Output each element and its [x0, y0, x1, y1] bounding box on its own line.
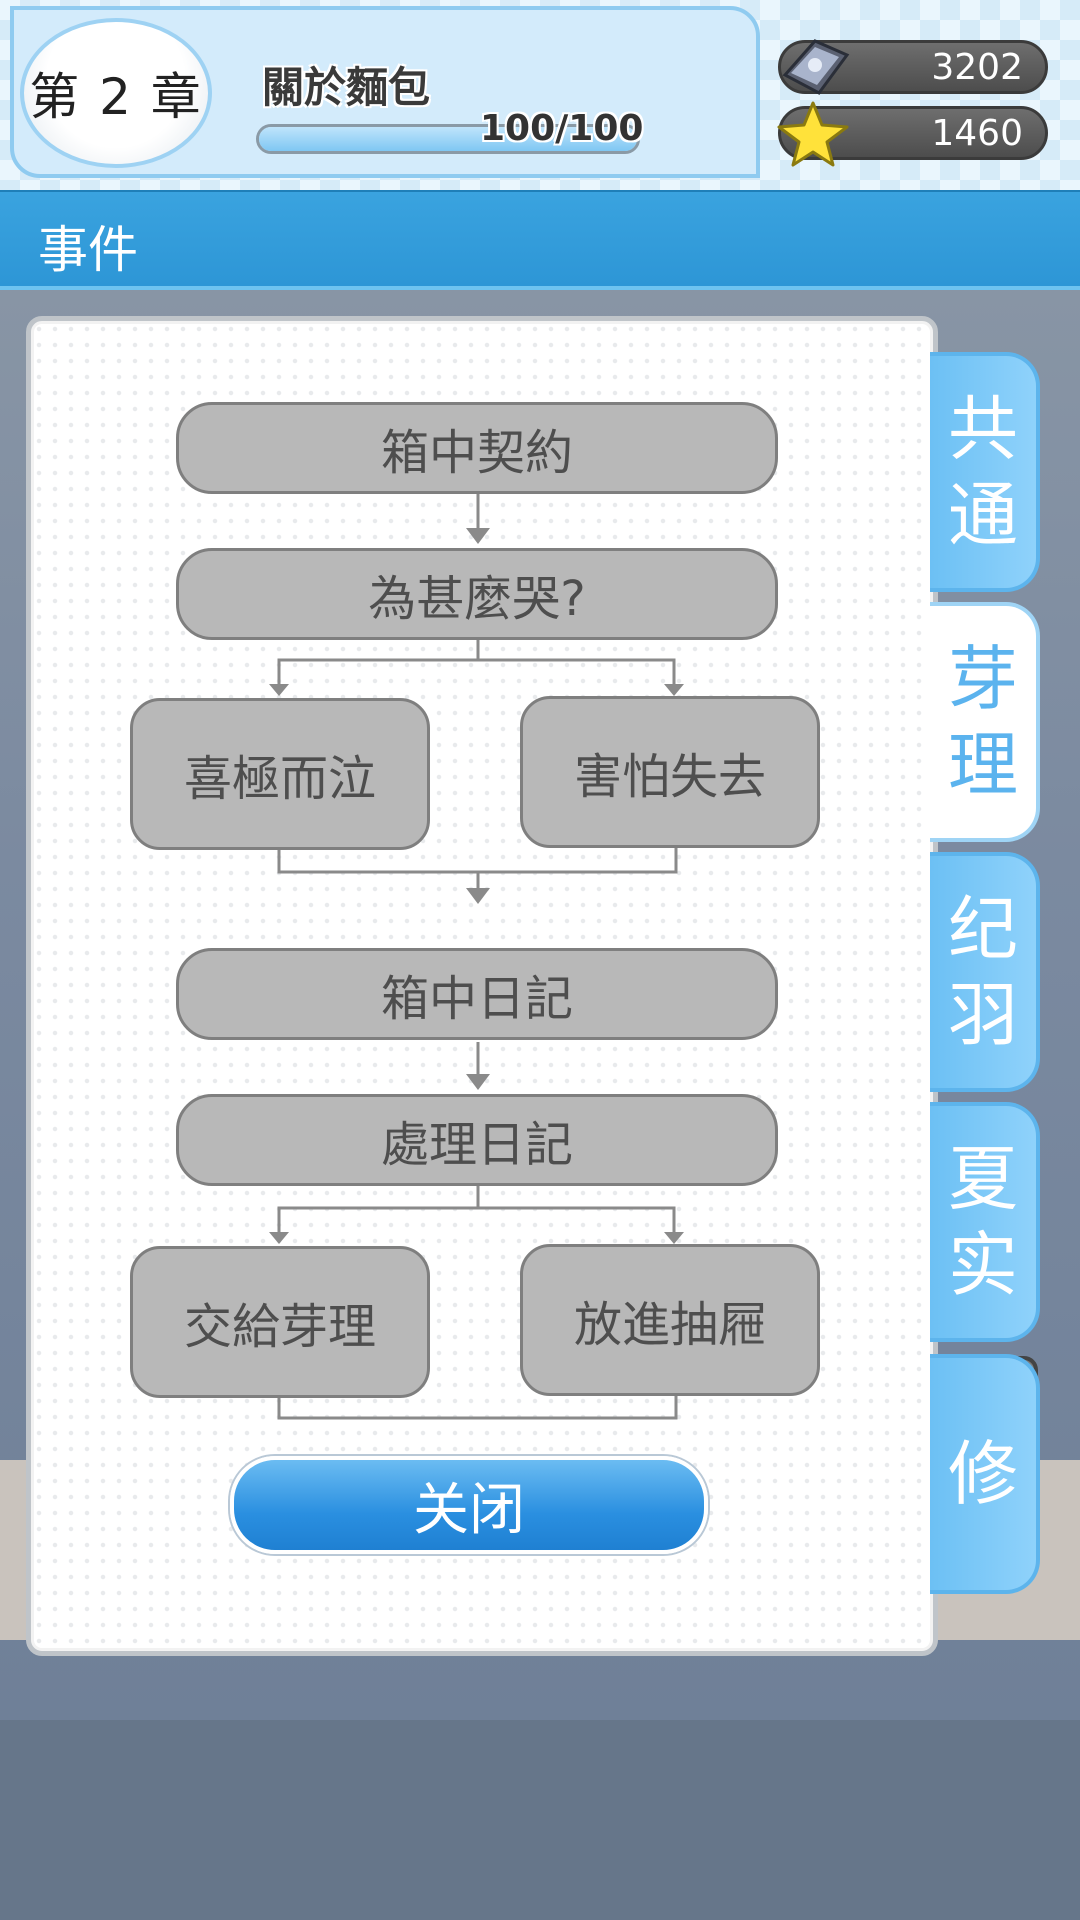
tab-label: 羽	[948, 974, 1018, 1056]
flow-node-box-contract[interactable]: 箱中契約	[176, 402, 778, 494]
currency-gem: 3202	[778, 39, 1048, 95]
flow-node-box-diary[interactable]: 箱中日記	[176, 948, 778, 1040]
flow-node-why-cry[interactable]: 為甚麼哭?	[176, 548, 778, 640]
flow-node-give-to-meri[interactable]: 交給芽理	[130, 1246, 430, 1398]
tab-label: 实	[948, 1224, 1018, 1306]
star-count: 1460	[931, 113, 1023, 154]
currency-star: 1460	[777, 101, 1048, 167]
flow-node-tears-of-joy[interactable]: 喜極而泣	[130, 698, 430, 850]
tab-label: 通	[948, 474, 1018, 556]
flow-node-fear-of-loss[interactable]: 害怕失去	[520, 696, 820, 848]
close-button[interactable]: 关闭	[230, 1456, 708, 1554]
chapter-progress-bar	[256, 124, 640, 154]
star-icon	[777, 101, 849, 167]
progress-fill	[259, 127, 637, 151]
tab-label: 夏	[948, 1138, 1018, 1220]
flow-node-put-in-drawer[interactable]: 放進抽屜	[520, 1244, 820, 1396]
chapter-badge: 第 2 章	[20, 18, 212, 168]
tab-label: 共	[948, 388, 1018, 470]
gem-count: 3202	[931, 47, 1023, 88]
chapter-title: 關於麵包	[262, 63, 431, 112]
tab-common[interactable]: 共 通	[930, 352, 1040, 592]
tab-kiu[interactable]: 纪 羽	[930, 852, 1040, 1092]
tab-label: 芽	[948, 638, 1018, 720]
gem-card-icon	[782, 39, 850, 95]
top-status-bar: 第 2 章 關於麵包 100/100 3202 1460	[0, 0, 1080, 190]
section-header: 事件	[0, 190, 1080, 290]
tab-label: 纪	[948, 888, 1018, 970]
tab-meri[interactable]: 芽 理	[930, 602, 1040, 842]
tab-label: 理	[948, 724, 1018, 806]
tab-natsumi[interactable]: 夏 实	[930, 1102, 1040, 1342]
tab-osamu[interactable]: 修	[930, 1354, 1040, 1594]
tab-label: 修	[948, 1433, 1018, 1515]
section-title: 事件	[38, 221, 138, 279]
flow-node-handle-diary[interactable]: 處理日記	[176, 1094, 778, 1186]
progress-text: 100/100	[480, 108, 644, 149]
